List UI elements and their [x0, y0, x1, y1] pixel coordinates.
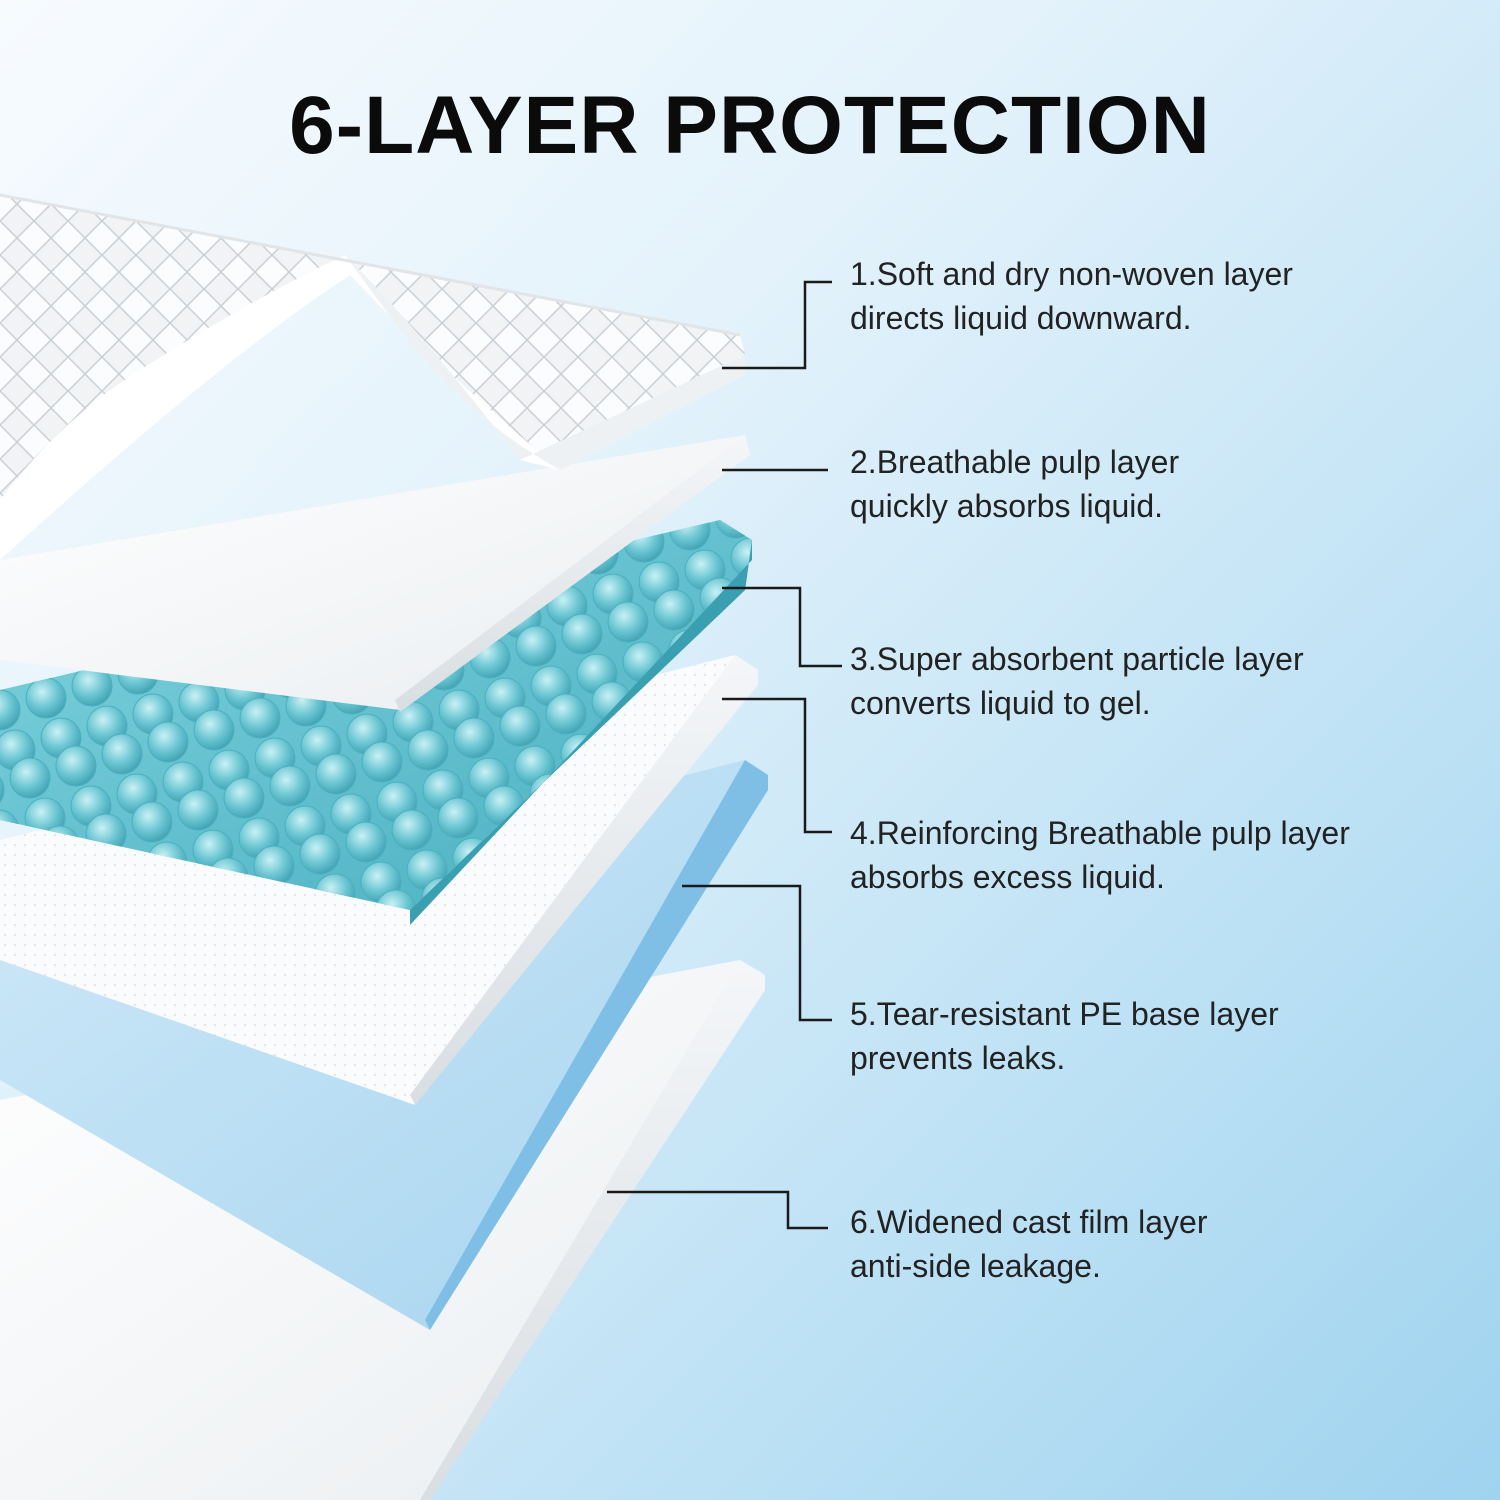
gel-bubble [437, 797, 479, 839]
gel-bubble [882, 758, 922, 798]
gel-bubble [789, 902, 829, 942]
gel-bubble [759, 834, 799, 874]
gel-bubble [391, 809, 433, 851]
gel-bubble [836, 770, 876, 810]
gel-bubble [714, 617, 752, 659]
gel-bubble [131, 801, 173, 843]
gel-bubble [407, 729, 449, 771]
gel-bubble [269, 765, 311, 807]
leader-line-5 [682, 884, 832, 1022]
gel-bubble [361, 741, 403, 783]
gel-bubble [727, 873, 752, 910]
gel-bubble [0, 689, 21, 731]
layer-1-description: 1.Soft and dry non-woven layer directs l… [850, 252, 1470, 340]
gel-bubble [25, 677, 67, 719]
gel-bubble [697, 926, 737, 966]
gel-bubble [669, 520, 711, 551]
gel-bubble [762, 486, 802, 526]
leader-line-4 [722, 697, 832, 834]
gel-bubble [713, 725, 752, 767]
gel-bubble [607, 601, 649, 643]
gel-bubble [853, 582, 893, 622]
gel-bubble [147, 721, 189, 763]
gel-bubble [775, 754, 815, 794]
layer-3-description: 3.Super absorbent particle layer convert… [850, 637, 1470, 725]
gel-bubble [761, 606, 801, 646]
gel-bubble [499, 705, 541, 747]
gel-bubble [55, 745, 97, 787]
layer-3-absorbent-particles [0, 474, 985, 966]
gel-bubble [345, 821, 387, 863]
gel-bubble [715, 520, 752, 539]
layer-6-description: 6.Widened cast film layer anti-side leak… [850, 1200, 1470, 1288]
layer-4-description: 4.Reinforcing Breathable pulp layer abso… [850, 811, 1470, 899]
gel-bubble [774, 862, 814, 902]
gel-bubble [806, 702, 846, 742]
layer-1-title: 1.Soft and dry non-woven layer [850, 256, 1293, 292]
gel-bubble [223, 777, 265, 819]
gel-bubble [653, 589, 695, 631]
leader-line-6 [607, 1190, 828, 1230]
layer-5-title: 5.Tear-resistant PE base layer [850, 996, 1279, 1032]
gel-bubble [239, 697, 281, 739]
layer-3-detail: converts liquid to gel. [850, 685, 1151, 721]
gel-bubble [867, 730, 907, 770]
leader-lines [607, 280, 842, 1230]
layer-5-description: 5.Tear-resistant PE base layer prevents … [850, 992, 1470, 1080]
gel-bubble [914, 598, 954, 638]
layer-6-detail: anti-side leakage. [850, 1248, 1101, 1284]
layer-2-title: 2.Breathable pulp layer [850, 444, 1180, 480]
gel-bubble [899, 570, 939, 610]
gel-bubble [545, 693, 587, 735]
gel-bubble [945, 558, 985, 598]
gel-bubble [0, 769, 5, 811]
layer-3-title: 3.Super absorbent particle layer [850, 641, 1304, 677]
gel-bubble [193, 709, 235, 751]
gel-bubble [299, 833, 341, 875]
gel-bubble [790, 782, 830, 822]
gel-bubble [791, 674, 831, 714]
layer-4-title: 4.Reinforcing Breathable pulp layer [850, 815, 1350, 851]
layer-2-description: 2.Breathable pulp layer quickly absorbs … [850, 440, 1470, 528]
gel-bubble [884, 530, 924, 570]
gel-bubble [177, 789, 219, 831]
gel-bubble [821, 742, 861, 782]
page-title: 6-LAYER PROTECTION [289, 80, 1211, 171]
gel-bubble [561, 613, 603, 655]
layer-1-detail: directs liquid downward. [850, 300, 1192, 336]
layer-6-title: 6.Widened cast film layer [850, 1204, 1208, 1240]
gel-bubble [453, 717, 495, 759]
gel-bubble [745, 565, 752, 607]
gel-bubble [807, 594, 847, 634]
gel-bubble [375, 889, 417, 910]
layer-2-detail: quickly absorbs liquid. [850, 488, 1164, 524]
leader-line-1 [722, 280, 832, 370]
gel-bubble [515, 625, 557, 667]
leader-line-3 [722, 586, 842, 668]
gel-bubble [760, 714, 800, 754]
gel-bubble [808, 474, 848, 514]
gel-bubble [9, 757, 51, 799]
gel-bubble [777, 526, 817, 566]
layer-4-detail: absorbs excess liquid. [850, 859, 1165, 895]
layer-5-detail: prevents leaks. [850, 1040, 1066, 1076]
gel-bubble [838, 542, 878, 582]
gel-bubble [101, 733, 143, 775]
gel-bubble [743, 914, 783, 954]
layer-1-nonwoven-top [0, 193, 745, 560]
layer-2-breathable-pulp [0, 435, 750, 712]
gel-bubble [315, 753, 357, 795]
gel-bubble [776, 634, 816, 674]
gel-bubble [805, 822, 845, 862]
